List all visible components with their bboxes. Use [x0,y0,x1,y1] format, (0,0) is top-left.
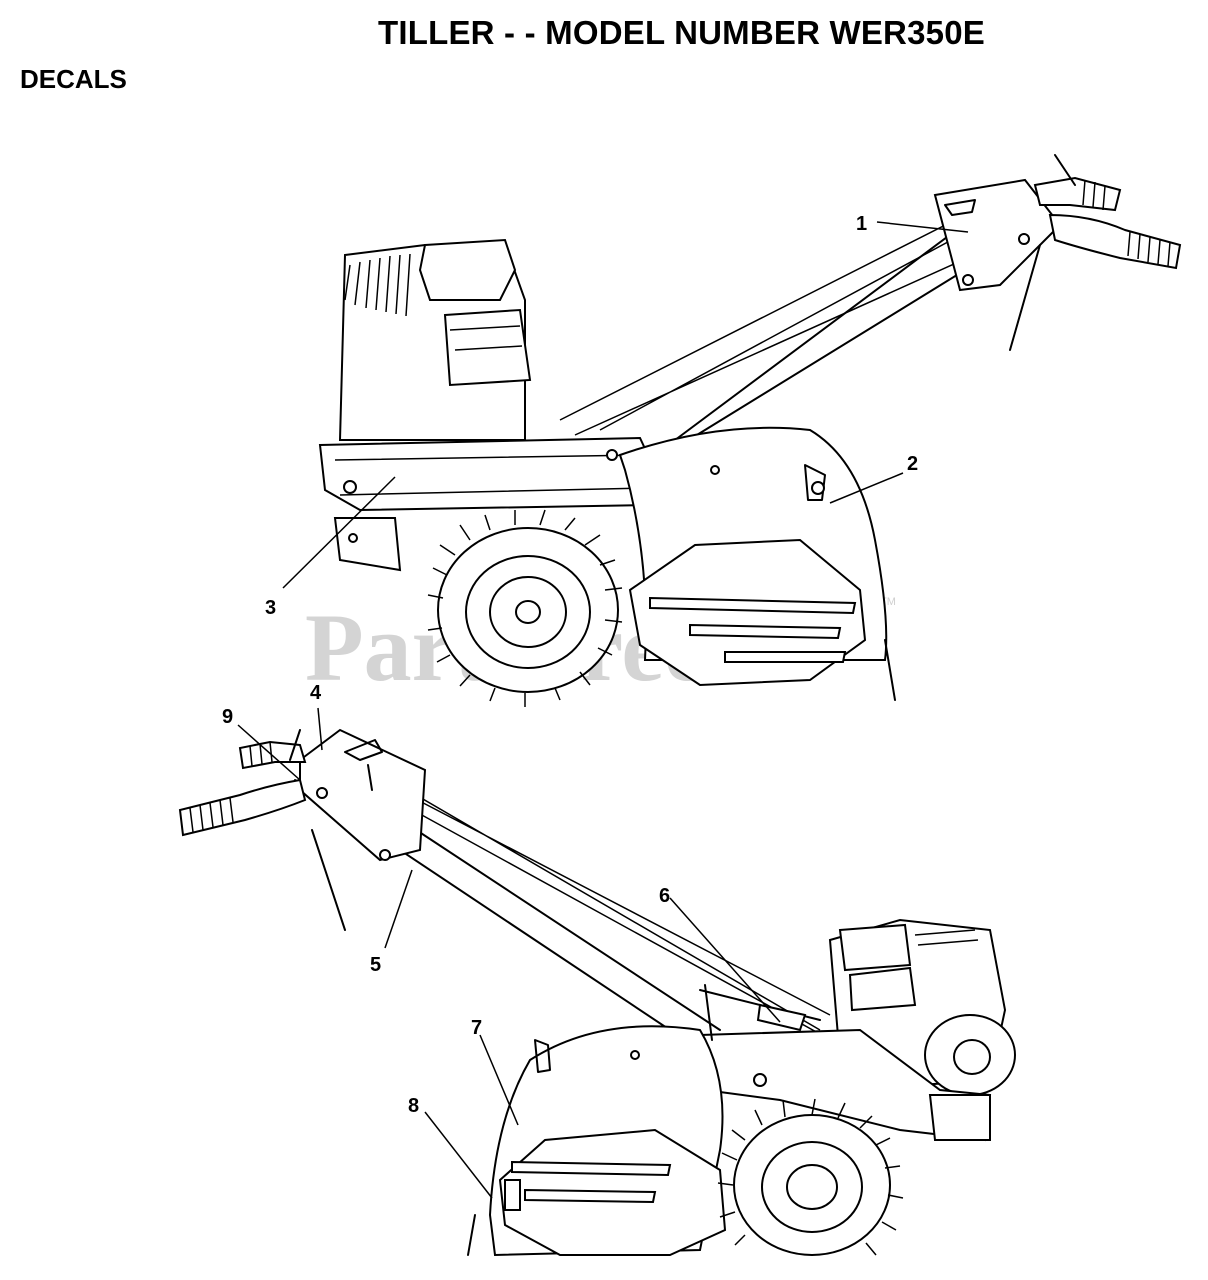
page-title: TILLER - - MODEL NUMBER WER350E [378,14,985,51]
callout-5: 5 [370,954,381,976]
callout-1: 1 [856,213,867,235]
callout-9: 9 [222,706,233,728]
section-title: DECALS [20,64,127,94]
tiller-bottom-view [178,728,1016,1257]
callout-leaders [237,221,969,1199]
callout-7: 7 [471,1017,482,1039]
callout-2: 2 [907,453,918,475]
callout-3: 3 [265,597,276,619]
callout-8: 8 [408,1095,419,1117]
callout-6: 6 [659,885,670,907]
tiller-top-view [318,154,1182,707]
callout-4: 4 [310,682,322,704]
